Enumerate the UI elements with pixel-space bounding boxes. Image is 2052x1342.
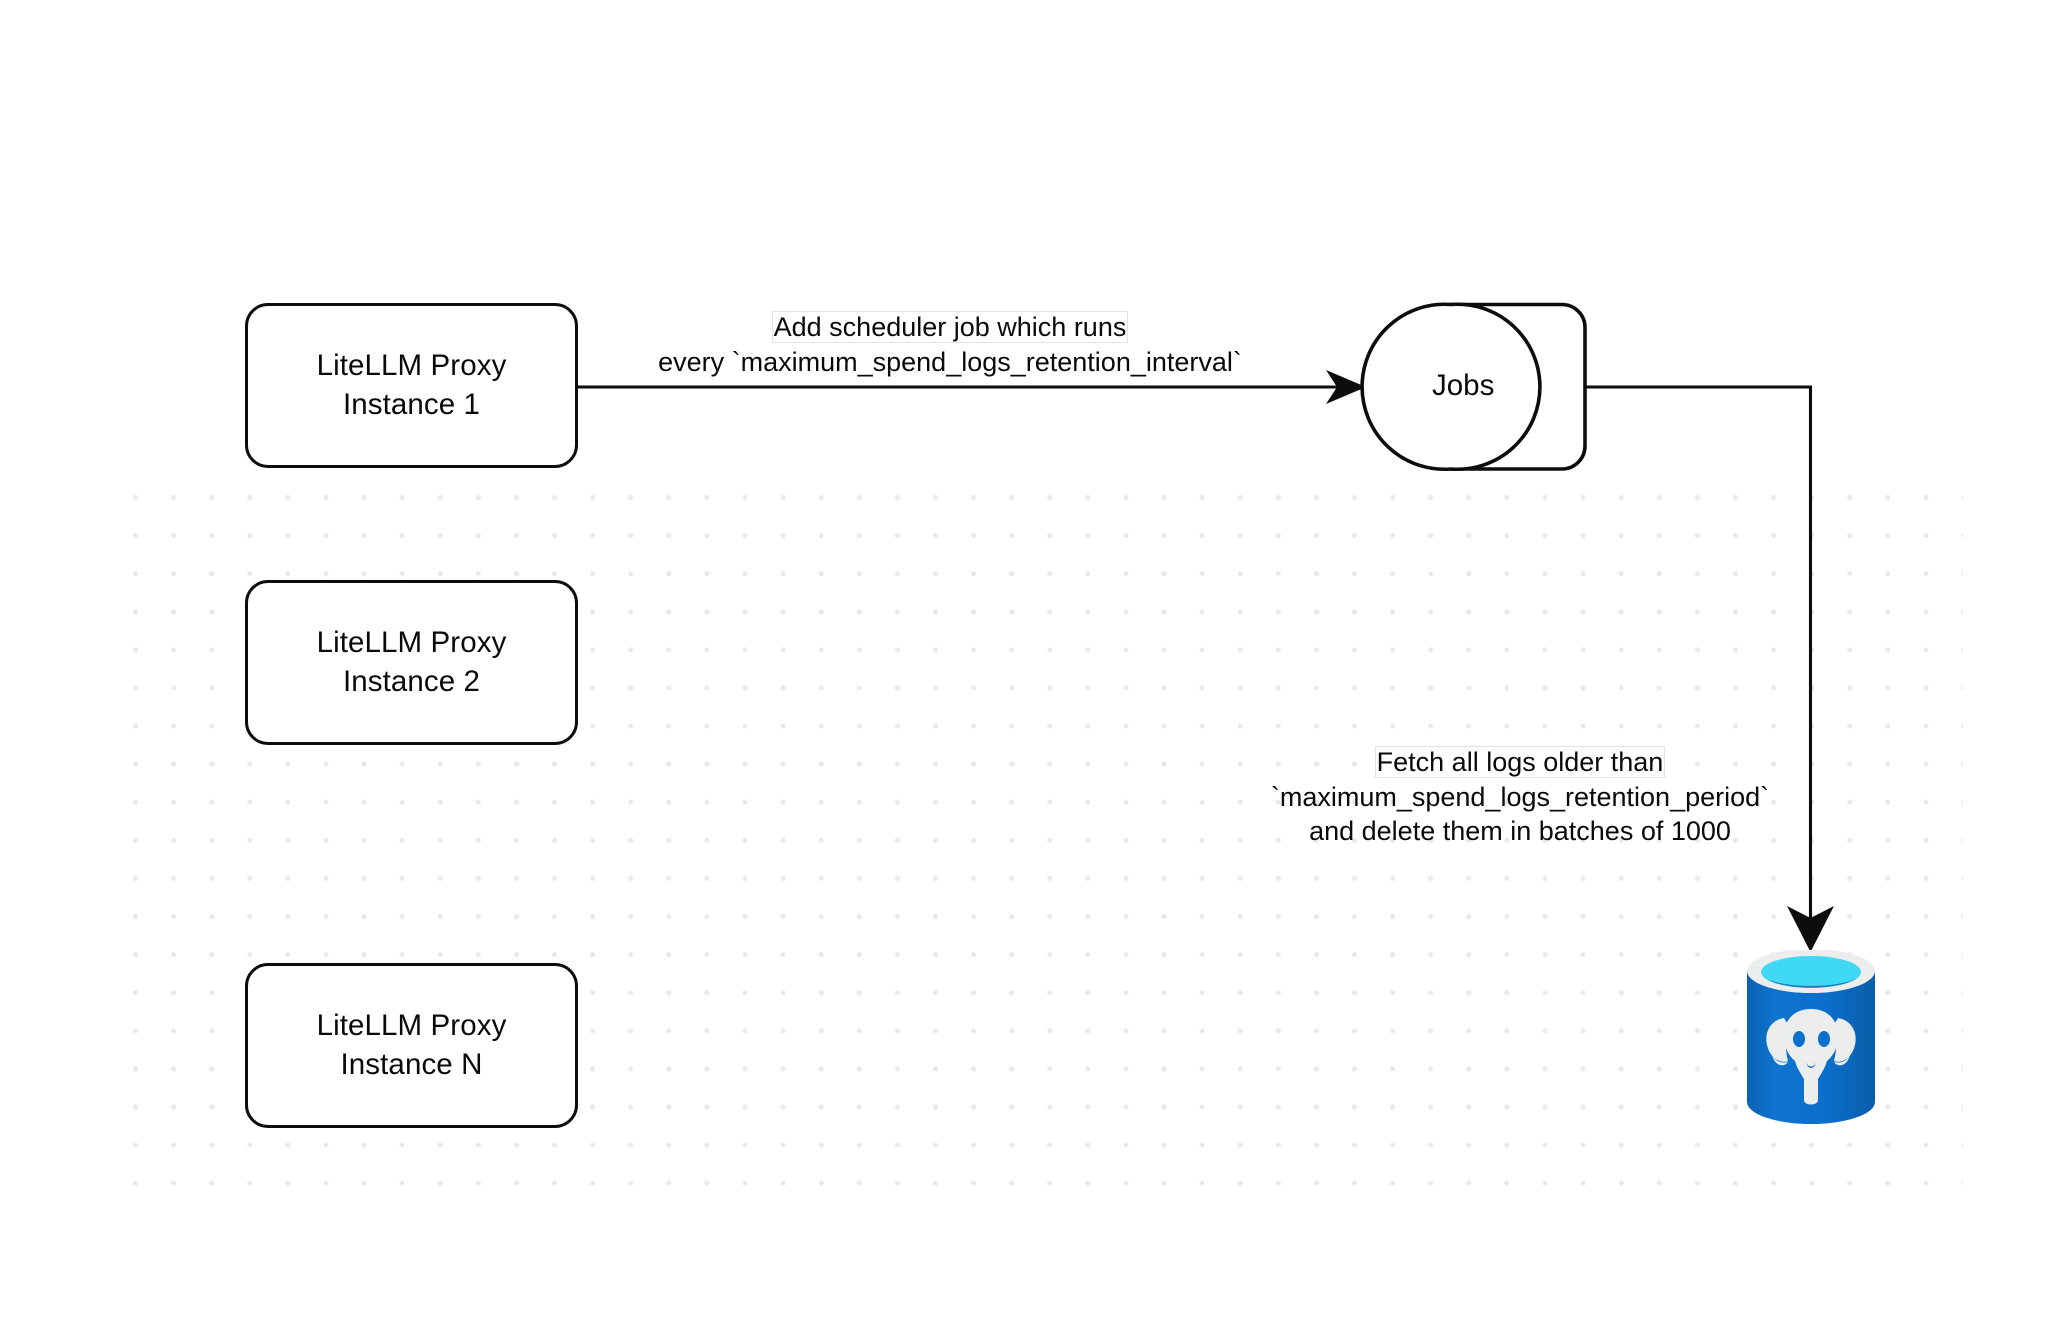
edge-label-line-1: Fetch all logs older than	[1375, 747, 1665, 777]
node-label-line2: Instance 2	[342, 664, 481, 698]
edge-label-line-2: `maximum_spend_logs_retention_period`	[1270, 781, 1770, 812]
node-jobs-cylinder[interactable]	[1360, 302, 1587, 472]
db-liquid	[1761, 956, 1861, 988]
edge-label-line-3: and delete them in batches of 1000	[1309, 816, 1731, 847]
node-litellm-proxy-instance-2[interactable]: LiteLLM Proxy Instance 2	[245, 580, 578, 745]
node-litellm-proxy-instance-1[interactable]: LiteLLM Proxy Instance 1	[245, 303, 578, 468]
edge-label-scheduler: Add scheduler job which runs every `maxi…	[600, 310, 1300, 379]
arrowhead-icon	[1326, 370, 1366, 404]
node-jobs-label: Jobs	[1432, 369, 1495, 402]
node-label-line1: LiteLLM Proxy	[316, 1009, 507, 1043]
db-liquid-shadow	[1765, 978, 1857, 988]
edge-label-line-1: Add scheduler job which runs	[772, 312, 1128, 342]
edge-proxy1-to-jobs	[578, 370, 1366, 404]
node-label-line2: Instance N	[340, 1047, 483, 1081]
arrowhead-icon	[1787, 906, 1834, 952]
node-label-line2: Instance 1	[342, 387, 481, 421]
node-litellm-proxy-instance-n[interactable]: LiteLLM Proxy Instance N	[245, 963, 578, 1128]
postgres-database-icon[interactable]	[1744, 950, 1878, 1128]
edge-label-line-2: every `maximum_spend_logs_retention_inte…	[658, 346, 1242, 377]
node-label-line1: LiteLLM Proxy	[316, 349, 507, 383]
edge-jobs-to-postgres	[1585, 385, 1834, 952]
edge-label-delete: Fetch all logs older than `maximum_spend…	[1230, 745, 1810, 849]
node-label-line1: LiteLLM Proxy	[316, 626, 507, 660]
postgres-elephant-detail	[1793, 1031, 1830, 1068]
